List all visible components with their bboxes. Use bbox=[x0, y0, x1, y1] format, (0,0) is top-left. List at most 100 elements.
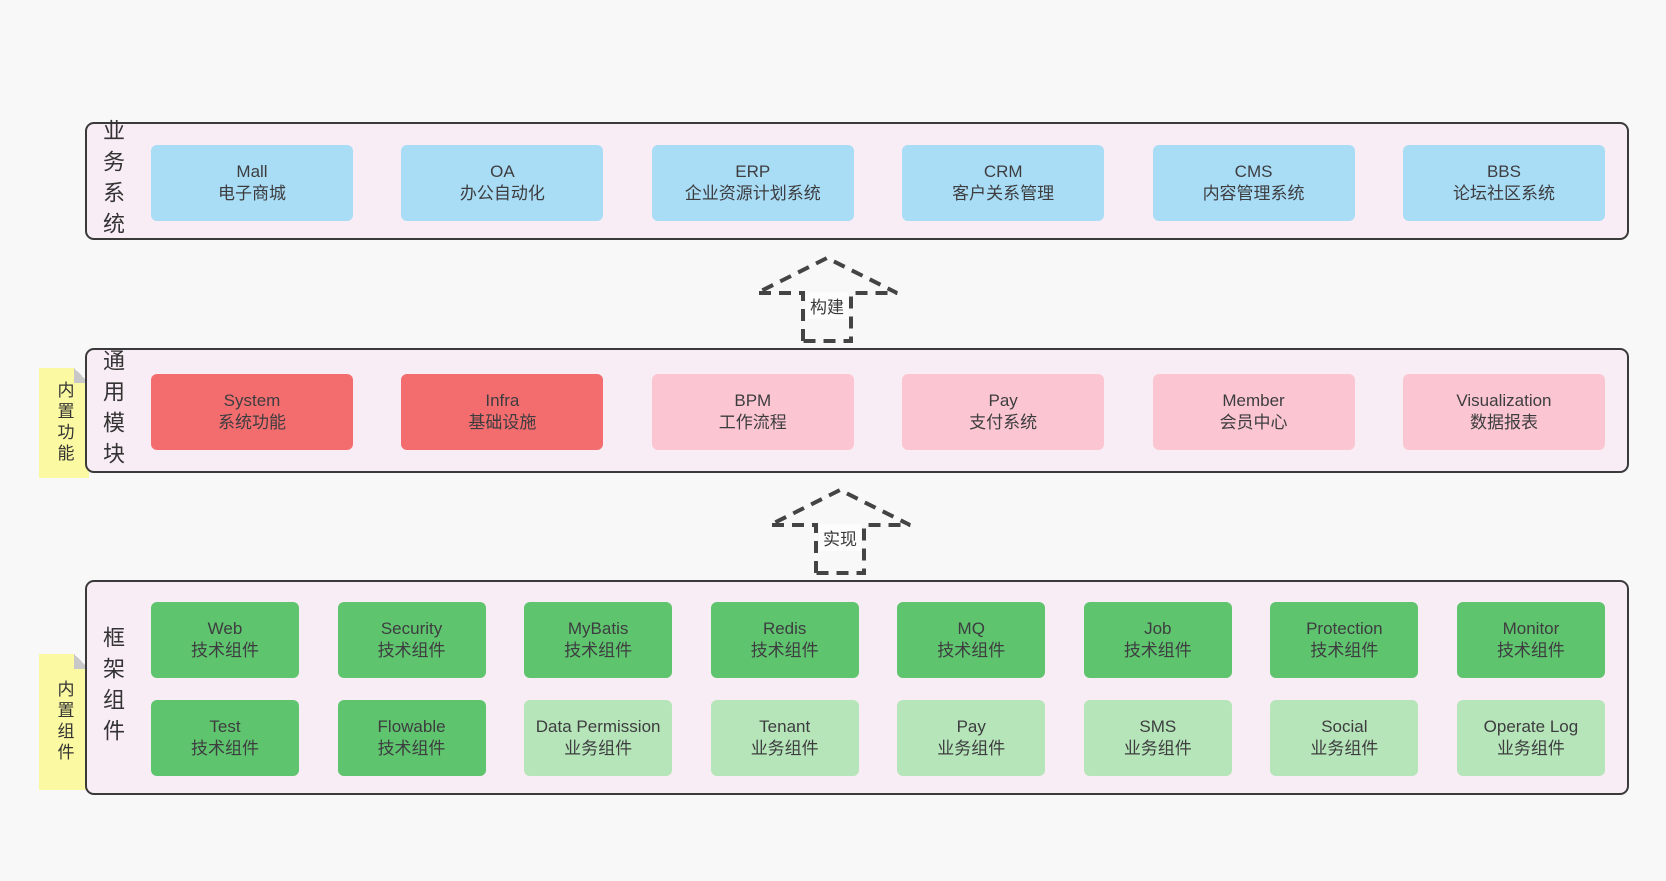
section-label-business: 业务系统 bbox=[100, 119, 125, 243]
node-subtitle: 业务组件 bbox=[564, 739, 633, 758]
arrow-label: 实现 bbox=[819, 524, 861, 551]
node-mall: Mall 电子商城 bbox=[151, 145, 353, 221]
node-title: ERP bbox=[735, 161, 771, 181]
node-title: Monitor bbox=[1502, 618, 1560, 638]
node-erp: ERP 企业资源计划系统 bbox=[651, 145, 854, 221]
node-monitor: Monitor 技术组件 bbox=[1456, 602, 1605, 678]
node-subtitle: 业务组件 bbox=[750, 739, 819, 758]
node-web: Web 技术组件 bbox=[151, 602, 299, 678]
node-pay: Pay 支付系统 bbox=[902, 374, 1105, 450]
node-subtitle: 技术组件 bbox=[1123, 641, 1192, 660]
node-title: SMS bbox=[1139, 716, 1177, 736]
node-pay-business: Pay 业务组件 bbox=[897, 700, 1046, 776]
node-visualization: Visualization 数据报表 bbox=[1402, 374, 1605, 450]
node-subtitle: 电子商城 bbox=[218, 184, 286, 203]
node-subtitle: 企业资源计划系统 bbox=[684, 184, 821, 203]
node-sms: SMS 业务组件 bbox=[1083, 700, 1232, 776]
node-subtitle: 技术组件 bbox=[377, 641, 446, 660]
node-title: Test bbox=[209, 716, 241, 736]
section-framework-components: 框架组件 Web 技术组件 Security 技术组件 MyBatis 技术组件… bbox=[85, 580, 1629, 795]
framework-row-2: Test 技术组件 Flowable 技术组件 Data Permission … bbox=[151, 700, 1605, 776]
sticky-note-builtin-features: 内置功能 bbox=[39, 368, 89, 478]
sticky-note-builtin-components: 内置组件 bbox=[39, 654, 89, 790]
node-title: Web bbox=[207, 618, 243, 638]
node-subtitle: 技术组件 bbox=[191, 641, 259, 660]
node-infra: Infra 基础设施 bbox=[401, 374, 604, 450]
node-title: System bbox=[223, 390, 281, 410]
arrow-build: 构建 bbox=[753, 255, 901, 343]
node-crm: CRM 客户关系管理 bbox=[902, 145, 1105, 221]
node-subtitle: 技术组件 bbox=[937, 641, 1006, 660]
node-subtitle: 论坛社区系统 bbox=[1452, 184, 1555, 203]
node-security: Security 技术组件 bbox=[337, 602, 486, 678]
arrow-label: 构建 bbox=[806, 292, 848, 319]
node-title: Pay bbox=[956, 716, 986, 736]
node-title: Security bbox=[380, 618, 443, 638]
node-title: BBS bbox=[1486, 161, 1521, 181]
node-subtitle: 工作流程 bbox=[718, 413, 787, 432]
node-subtitle: 业务组件 bbox=[937, 739, 1006, 758]
node-redis: Redis 技术组件 bbox=[710, 602, 859, 678]
node-title: Tenant bbox=[759, 716, 811, 736]
section-label-framework: 框架组件 bbox=[100, 625, 125, 750]
node-title: Pay bbox=[988, 390, 1018, 410]
node-subtitle: 技术组件 bbox=[750, 641, 819, 660]
node-mq: MQ 技术组件 bbox=[897, 602, 1046, 678]
node-title: Mall bbox=[236, 161, 268, 181]
node-member: Member 会员中心 bbox=[1152, 374, 1355, 450]
node-job: Job 技术组件 bbox=[1083, 602, 1232, 678]
node-title: BPM bbox=[734, 390, 772, 410]
sticky-note-text: 内置组件 bbox=[54, 680, 74, 764]
arrow-implement: 实现 bbox=[766, 487, 914, 575]
node-title: CMS bbox=[1234, 161, 1273, 181]
node-subtitle: 技术组件 bbox=[564, 641, 633, 660]
node-title: Social bbox=[1321, 716, 1368, 736]
node-title: MyBatis bbox=[567, 618, 629, 638]
section-label-modules: 通用模块 bbox=[100, 348, 125, 473]
node-subtitle: 系统功能 bbox=[218, 413, 286, 432]
node-data-permission: Data Permission 业务组件 bbox=[524, 700, 673, 776]
node-title: Operate Log bbox=[1483, 716, 1579, 736]
node-subtitle: 技术组件 bbox=[191, 739, 259, 758]
node-bpm: BPM 工作流程 bbox=[651, 374, 854, 450]
node-title: MQ bbox=[957, 618, 985, 638]
node-title: Data Permission bbox=[535, 716, 661, 736]
node-bbs: BBS 论坛社区系统 bbox=[1402, 145, 1605, 221]
section-common-modules: 通用模块 System 系统功能 Infra 基础设施 BPM 工作流程 Pay… bbox=[85, 348, 1629, 473]
node-cms: CMS 内容管理系统 bbox=[1152, 145, 1355, 221]
node-subtitle: 业务组件 bbox=[1496, 739, 1565, 758]
node-social: Social 业务组件 bbox=[1270, 700, 1419, 776]
node-subtitle: 会员中心 bbox=[1219, 413, 1288, 432]
node-oa: OA 办公自动化 bbox=[401, 145, 604, 221]
node-test: Test 技术组件 bbox=[151, 700, 299, 776]
node-flowable: Flowable 技术组件 bbox=[337, 700, 486, 776]
node-subtitle: 客户关系管理 bbox=[952, 184, 1055, 203]
node-title: OA bbox=[490, 161, 515, 181]
node-subtitle: 技术组件 bbox=[1310, 641, 1379, 660]
node-title: Job bbox=[1144, 618, 1172, 638]
node-operate-log: Operate Log 业务组件 bbox=[1456, 700, 1605, 776]
node-title: Protection bbox=[1306, 618, 1383, 638]
section-business-systems: 业务系统 Mall 电子商城 OA 办公自动化 ERP 企业资源计划系统 CRM… bbox=[85, 119, 1629, 243]
node-mybatis: MyBatis 技术组件 bbox=[524, 602, 673, 678]
node-subtitle: 基础设施 bbox=[468, 413, 537, 432]
node-title: Member bbox=[1222, 390, 1285, 410]
sticky-note-text: 内置功能 bbox=[54, 381, 74, 465]
node-tenant: Tenant 业务组件 bbox=[710, 700, 859, 776]
node-subtitle: 数据报表 bbox=[1469, 413, 1538, 432]
node-subtitle: 业务组件 bbox=[1123, 739, 1192, 758]
node-subtitle: 技术组件 bbox=[377, 739, 446, 758]
node-subtitle: 支付系统 bbox=[969, 413, 1038, 432]
node-title: Infra bbox=[485, 390, 520, 410]
node-subtitle: 内容管理系统 bbox=[1202, 184, 1305, 203]
node-subtitle: 办公自动化 bbox=[459, 184, 545, 203]
modules-row: System 系统功能 Infra 基础设施 BPM 工作流程 Pay 支付系统… bbox=[151, 374, 1605, 450]
node-title: Visualization bbox=[1456, 390, 1552, 410]
framework-row-1: Web 技术组件 Security 技术组件 MyBatis 技术组件 Redi… bbox=[151, 602, 1605, 678]
node-subtitle: 业务组件 bbox=[1310, 739, 1379, 758]
node-title: CRM bbox=[983, 161, 1023, 181]
node-title: Redis bbox=[762, 618, 807, 638]
node-subtitle: 技术组件 bbox=[1496, 641, 1565, 660]
business-row: Mall 电子商城 OA 办公自动化 ERP 企业资源计划系统 CRM 客户关系… bbox=[151, 145, 1605, 221]
